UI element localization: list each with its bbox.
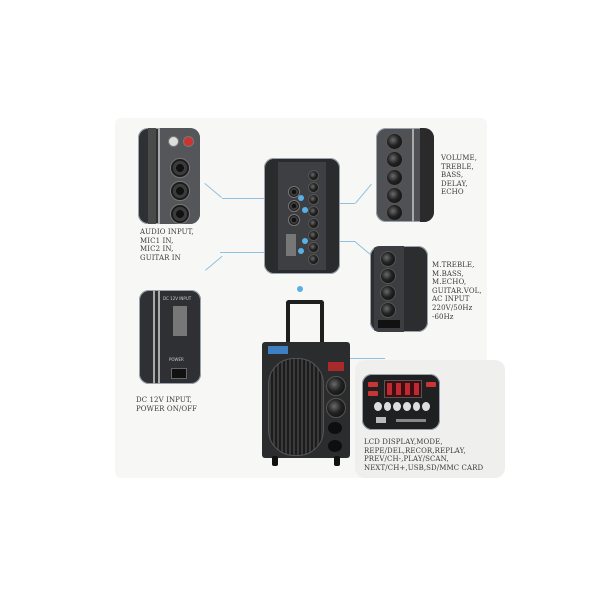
record-button[interactable]	[374, 402, 382, 411]
volume-panel	[376, 128, 434, 222]
dc-input-panel: DC 12V INPUT POWER	[139, 290, 201, 384]
back-panel	[264, 158, 340, 274]
volume-label: VOLUME, TREBLE, BASS, DELAY, ECHO	[441, 154, 478, 197]
jack-mic1-icon	[170, 158, 190, 178]
jack-icon	[288, 200, 300, 212]
wheel-icon	[334, 456, 340, 466]
connector-line	[330, 358, 385, 359]
jack-guitar-icon	[170, 204, 190, 224]
mode-button[interactable]	[368, 382, 378, 387]
panel-stripe	[148, 128, 156, 224]
tweeter-icon	[326, 376, 346, 396]
audio-input-label: AUDIO INPUT, MIC1 IN, MIC2 IN, GUITAR IN	[140, 228, 194, 262]
wheel-icon	[272, 456, 278, 466]
delay-knob-icon[interactable]	[386, 187, 403, 204]
lcd-mini	[328, 362, 344, 371]
panel-stripe	[158, 128, 160, 224]
m-treble-knob-icon[interactable]	[380, 251, 396, 267]
blue-logo	[268, 346, 288, 354]
bass-knob-icon[interactable]	[386, 169, 403, 186]
repe-button[interactable]	[368, 391, 378, 396]
mic-controls-label: M.TREBLE, M.BASS, M.ECHO, GUITAR.VOL, AC…	[432, 261, 482, 321]
m-bass-knob-icon[interactable]	[380, 268, 396, 284]
replay-button[interactable]	[383, 402, 392, 411]
connector-line	[222, 198, 297, 199]
dc-input-text: DC 12V INPUT	[163, 296, 192, 301]
tweeter-icon	[326, 398, 346, 418]
terminal-block-icon	[173, 306, 187, 336]
treble-knob-icon[interactable]	[386, 151, 403, 168]
dc-input-label: DC 12V INPUT, POWER ON/OFF	[136, 396, 198, 413]
speaker-grille	[420, 128, 434, 222]
highlight-dot	[298, 248, 304, 254]
audio-input-panel	[138, 128, 200, 224]
ir-button[interactable]	[426, 382, 436, 387]
knob-icon[interactable]	[308, 194, 319, 205]
knob-icon[interactable]	[308, 206, 319, 217]
highlight-dot	[298, 195, 304, 201]
terminal-block-icon	[286, 234, 296, 256]
panel-stripe	[158, 290, 160, 384]
lcd-label: LCD DISPLAY,MODE, REPE/DEL,RECOR,REPLAY,…	[364, 438, 484, 472]
echo-knob-icon[interactable]	[386, 204, 403, 221]
rca-jack-white-icon	[168, 136, 179, 147]
knob-icon[interactable]	[308, 230, 319, 241]
panel-stripe	[153, 290, 155, 384]
knob-icon[interactable]	[308, 218, 319, 229]
lcd-module-panel	[362, 374, 440, 430]
m-echo-knob-icon[interactable]	[380, 285, 396, 301]
arrow-up-icon	[297, 286, 303, 292]
speaker-cabinet	[262, 342, 350, 458]
connector-line	[220, 252, 298, 253]
port-icon	[328, 440, 342, 452]
rca-jack-red-icon	[183, 136, 194, 147]
highlight-dot	[302, 238, 308, 244]
jack-mic2-icon	[170, 181, 190, 201]
control-buttons	[374, 402, 431, 411]
usb-port-icon	[376, 417, 386, 423]
lcd-display	[384, 380, 422, 398]
mic-controls-panel	[370, 246, 428, 332]
next-button[interactable]	[412, 402, 421, 411]
knob-icon[interactable]	[308, 170, 319, 181]
guitar-vol-knob-icon[interactable]	[380, 302, 396, 318]
panel-stripe	[412, 128, 414, 222]
volume-knob-icon[interactable]	[386, 133, 403, 150]
highlight-dot	[302, 207, 308, 213]
jack-icon	[288, 186, 300, 198]
knob-icon[interactable]	[308, 182, 319, 193]
jack-icon	[288, 214, 300, 226]
speaker-product	[258, 300, 354, 468]
vol-button[interactable]	[422, 402, 431, 411]
sd-slot-icon	[396, 419, 426, 422]
ac-input-socket-icon	[378, 320, 400, 328]
play-button[interactable]	[403, 402, 411, 411]
power-switch[interactable]	[171, 368, 187, 379]
knob-icon[interactable]	[308, 242, 319, 253]
woofer-grille	[268, 358, 324, 456]
power-text: POWER	[169, 357, 184, 362]
knob-icon[interactable]	[308, 254, 319, 265]
trolley-handle-icon	[286, 300, 324, 348]
port-icon	[328, 422, 342, 434]
lcd-digits	[387, 383, 419, 395]
prev-button[interactable]	[393, 402, 402, 411]
